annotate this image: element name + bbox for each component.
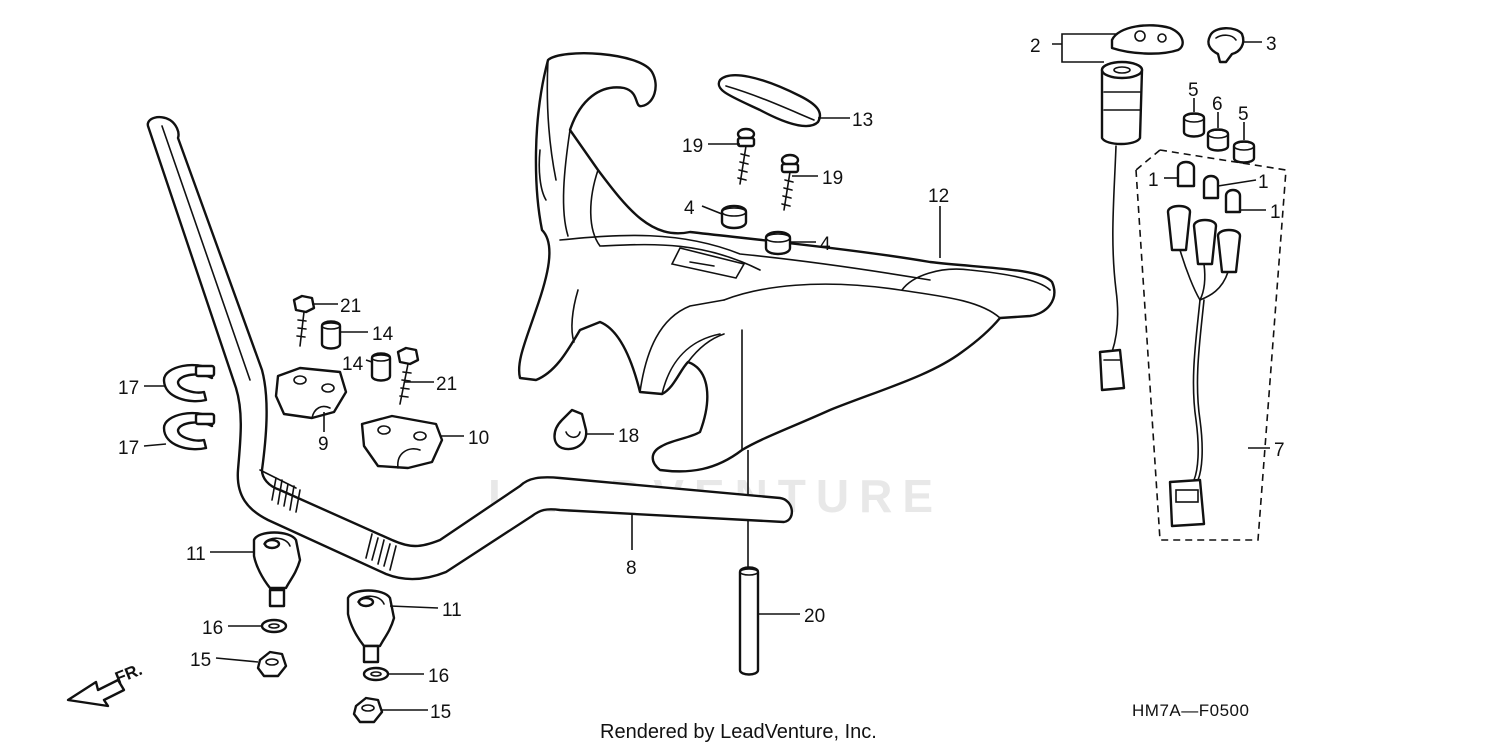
washer-16a bbox=[260, 618, 288, 634]
nut-15b bbox=[352, 696, 384, 724]
front-direction-label: FR. bbox=[112, 660, 145, 688]
bulb-1b bbox=[1202, 174, 1220, 200]
screw-19a bbox=[736, 127, 756, 185]
callout-15a: 15 bbox=[190, 650, 211, 671]
nut-15a bbox=[256, 650, 288, 678]
callout-11a: 11 bbox=[186, 544, 206, 565]
callout-18: 18 bbox=[618, 426, 639, 447]
clip-18 bbox=[553, 408, 588, 451]
callout-14a: 14 bbox=[372, 324, 394, 345]
bulb-1a bbox=[1176, 160, 1196, 188]
handlebar bbox=[146, 115, 793, 581]
bolt-21b bbox=[396, 346, 420, 405]
callout-21a: 21 bbox=[340, 296, 361, 317]
callout-4a: 4 bbox=[684, 198, 695, 219]
lower-holder bbox=[360, 414, 444, 470]
callouts: 2 3 5 6 5 1 1 1 7 13 12 19 19 4 4 18 8 2… bbox=[118, 34, 1285, 723]
footer-credit: Rendered by LeadVenture, Inc. bbox=[600, 721, 877, 743]
tube bbox=[738, 566, 760, 676]
bulb-1c bbox=[1224, 188, 1242, 214]
callout-15b: 15 bbox=[430, 702, 451, 723]
callout-21b: 21 bbox=[436, 374, 457, 395]
callout-2: 2 bbox=[1030, 36, 1041, 57]
callout-3: 3 bbox=[1266, 34, 1277, 55]
upper-holder bbox=[274, 366, 348, 420]
grommet-4a bbox=[720, 204, 748, 230]
cap-6 bbox=[1206, 128, 1230, 152]
callout-20: 20 bbox=[804, 606, 825, 627]
leader-lines bbox=[143, 33, 1270, 711]
callout-6: 6 bbox=[1212, 94, 1223, 115]
callout-8: 8 bbox=[626, 558, 637, 579]
cap-5b bbox=[1232, 140, 1256, 164]
callout-12: 12 bbox=[928, 186, 949, 207]
socket-harness bbox=[1135, 149, 1287, 541]
callout-11b: 11 bbox=[442, 600, 462, 621]
screw-19b bbox=[780, 153, 800, 211]
bolt-21a bbox=[292, 294, 316, 347]
washer-16b bbox=[362, 666, 390, 682]
clamp-17a bbox=[162, 363, 216, 403]
key bbox=[1207, 27, 1245, 64]
collar-14b bbox=[370, 352, 392, 382]
callout-19b: 19 bbox=[822, 168, 843, 189]
callout-19a: 19 bbox=[682, 136, 703, 157]
callout-10: 10 bbox=[468, 428, 489, 449]
front-direction-arrow: FR. bbox=[66, 660, 145, 708]
callout-9: 9 bbox=[318, 434, 329, 455]
callout-5a: 5 bbox=[1188, 80, 1199, 101]
handlebar-cover bbox=[517, 52, 1056, 473]
clamp-17b bbox=[162, 411, 216, 451]
callout-1a: 1 bbox=[1148, 170, 1159, 191]
callout-17a: 17 bbox=[118, 378, 139, 399]
cap-5a bbox=[1182, 112, 1206, 138]
callout-17b: 17 bbox=[118, 438, 139, 459]
riser-11a bbox=[252, 531, 302, 608]
callout-1c: 1 bbox=[1270, 202, 1281, 223]
callout-16b: 16 bbox=[428, 666, 449, 687]
callout-14b: 14 bbox=[342, 354, 364, 375]
riser-11b bbox=[346, 589, 396, 664]
trim-strip bbox=[717, 74, 822, 128]
ignition-switch bbox=[1098, 24, 1184, 392]
callout-1b: 1 bbox=[1258, 172, 1269, 193]
grommet-4b bbox=[764, 230, 792, 256]
callout-7: 7 bbox=[1274, 440, 1285, 461]
callout-5b: 5 bbox=[1238, 104, 1249, 125]
callout-4b: 4 bbox=[820, 234, 831, 255]
callout-13: 13 bbox=[852, 110, 873, 131]
collar-14a bbox=[320, 320, 342, 350]
callout-16a: 16 bbox=[202, 618, 223, 639]
diagram-code: HM7A—F0500 bbox=[1132, 701, 1249, 720]
